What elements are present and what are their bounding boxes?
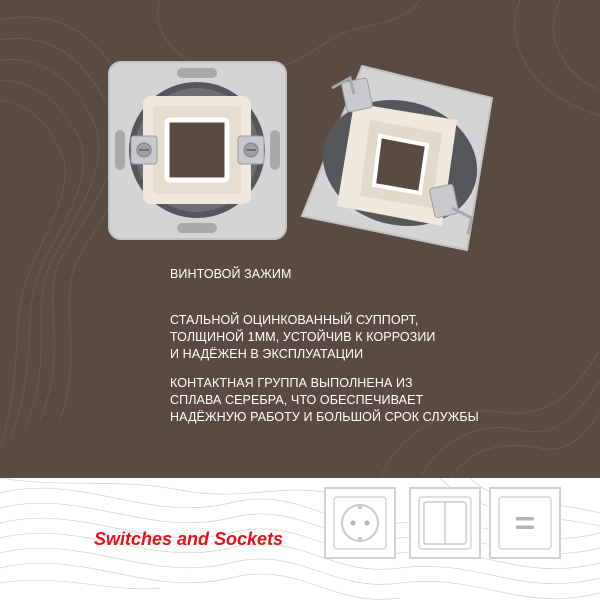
feature-contacts: КОНТАКТНАЯ ГРУППА ВЫПОЛНЕНА ИЗ СПЛАВА СЕ… bbox=[170, 375, 570, 426]
feature-steel-frame-line3: И НАДЁЖЕН В ЭКСПЛУАТАЦИИ bbox=[170, 347, 364, 361]
feature-screw-clamp-text: ВИНТОВОЙ ЗАЖИМ bbox=[170, 267, 292, 281]
feature-screw-clamp: ВИНТОВОЙ ЗАЖИМ bbox=[170, 266, 570, 283]
tagline: Switches and Sockets bbox=[94, 529, 284, 549]
feature-steel-frame-line2: ТОЛЩИНОЙ 1ММ, УСТОЙЧИВ К КОРРОЗИИ bbox=[170, 330, 436, 344]
feature-steel-frame: СТАЛЬНОЙ ОЦИНКОВАННЫЙ СУППОРТ, ТОЛЩИНОЙ … bbox=[170, 312, 570, 363]
feature-steel-frame-line1: СТАЛЬНОЙ ОЦИНКОВАННЫЙ СУППОРТ, bbox=[170, 313, 419, 327]
feature-contacts-line1: КОНТАКТНАЯ ГРУППА ВЫПОЛНЕНА ИЗ bbox=[170, 376, 413, 390]
mechanism-front-image bbox=[108, 61, 287, 240]
double-switch-icon bbox=[418, 496, 472, 550]
double-switch-tile bbox=[409, 487, 481, 559]
socket-tile bbox=[324, 487, 396, 559]
feature-contacts-line3: НАДЁЖНУЮ РАБОТУ И БОЛЬШОЙ СРОК СЛУЖБЫ bbox=[170, 410, 479, 424]
feature-contacts-line2: СПЛАВА СЕРЕБРА, ЧТО ОБЕСПЕЧИВАЕТ bbox=[170, 393, 424, 407]
top-panel: ВИНТОВОЙ ЗАЖИМ СТАЛЬНОЙ ОЦИНКОВАННЫЙ СУП… bbox=[0, 0, 600, 478]
usb-tile bbox=[489, 487, 561, 559]
mechanism-angled-image bbox=[300, 64, 494, 252]
usb-icon bbox=[498, 496, 552, 550]
socket-icon bbox=[333, 496, 387, 550]
